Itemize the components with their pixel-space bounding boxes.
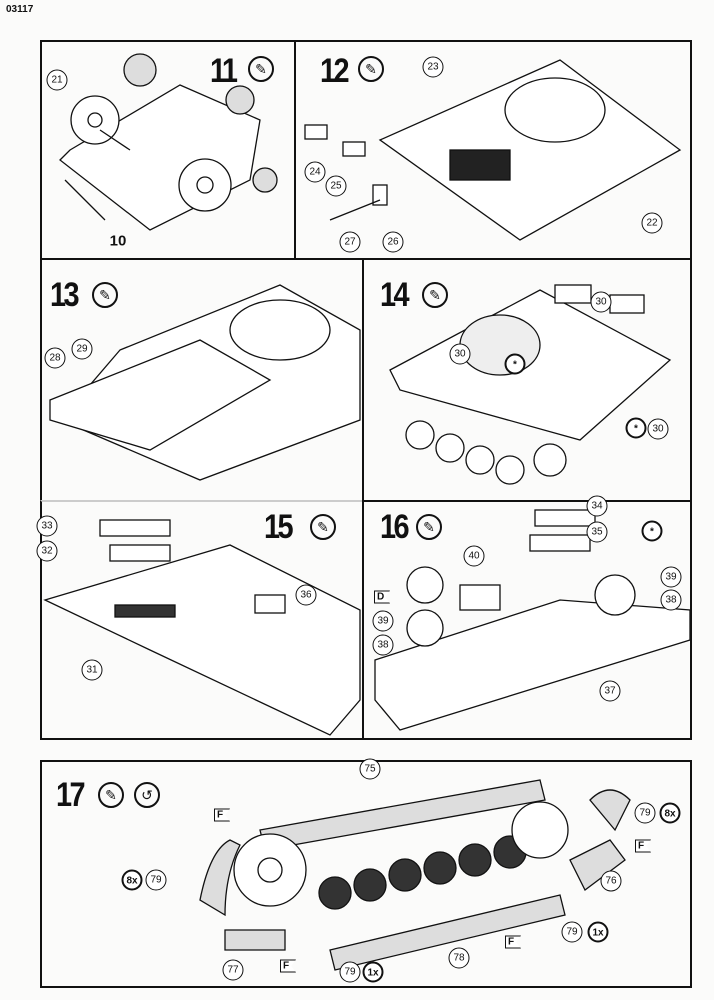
part-callout: 35: [586, 521, 608, 543]
part-callout: 23: [422, 56, 444, 78]
part-callout: 34: [586, 495, 608, 517]
part-callout: 79: [145, 869, 167, 891]
step-16-panel: 16 ✎: [362, 500, 692, 740]
part-callout: 27: [339, 231, 361, 253]
part-callout: 78: [448, 947, 470, 969]
part-callout: 79: [561, 921, 583, 943]
rotate-icon: ↺: [134, 782, 160, 808]
part-callout: 26: [382, 231, 404, 253]
step-12-panel: 12 ✎: [294, 40, 692, 260]
hull-drawing-11: [59, 53, 278, 231]
part-callout: 25: [325, 175, 347, 197]
part-callout: 30: [449, 343, 471, 365]
part-callout: 76: [600, 870, 622, 892]
quantity-callout: 8x: [121, 869, 143, 891]
part-callout: 79: [634, 802, 656, 824]
part-callout: 40: [463, 545, 485, 567]
track-drawing-17: [199, 779, 631, 971]
quantity-callout: 8x: [659, 802, 681, 824]
part-callout: 30: [647, 418, 669, 440]
part-callout: 31: [81, 659, 103, 681]
step-13-panel: 13 ✎: [40, 258, 364, 502]
part-callout: 38: [660, 589, 682, 611]
part-callout: 33: [36, 515, 58, 537]
kit-code: 03117: [6, 4, 34, 15]
step-15-panel: 15 ✎: [40, 500, 364, 740]
part-callout: 32: [36, 540, 58, 562]
hull-drawing-14: [389, 284, 672, 485]
asterisk-callout: *: [641, 520, 663, 542]
glue-icon: ✎: [416, 514, 442, 540]
part-label: 10: [109, 232, 127, 250]
glue-icon: ✎: [98, 782, 124, 808]
step-11-panel: 11 ✎: [40, 40, 296, 260]
glue-icon: ✎: [92, 282, 118, 308]
part-callout: 22: [641, 212, 663, 234]
hull-drawing-13: [49, 284, 361, 481]
asterisk-callout: *: [625, 417, 647, 439]
asterisk-callout: *: [504, 353, 526, 375]
glue-icon: ✎: [310, 514, 336, 540]
step-number: 17: [56, 776, 86, 814]
f-flag: F: [505, 935, 521, 949]
part-callout: 79: [339, 961, 361, 983]
part-callout: 37: [599, 680, 621, 702]
step-number: 12: [320, 52, 350, 90]
part-callout: 39: [372, 610, 394, 632]
part-callout: 39: [660, 566, 682, 588]
part-callout: 29: [71, 338, 93, 360]
step-number: 15: [264, 508, 294, 546]
part-callout: 36: [295, 584, 317, 606]
step-14-panel: 14 ✎: [362, 258, 692, 502]
part-callout: 38: [372, 634, 394, 656]
part-callout: 28: [44, 347, 66, 369]
glue-icon: ✎: [358, 56, 384, 82]
part-callout: 21: [46, 69, 68, 91]
glue-icon: ✎: [422, 282, 448, 308]
d-flag: D: [374, 590, 390, 604]
step-number: 14: [380, 276, 410, 314]
quantity-callout: 1x: [362, 961, 384, 983]
part-callout: 24: [304, 161, 326, 183]
hull-drawing-12: [304, 59, 682, 241]
f-flag: F: [280, 959, 296, 973]
step-number: 11: [210, 52, 238, 90]
step-number: 16: [380, 508, 410, 546]
quantity-callout: 1x: [587, 921, 609, 943]
glue-icon: ✎: [248, 56, 274, 82]
part-callout: 30: [590, 291, 612, 313]
hull-drawing-15: [43, 519, 361, 736]
part-callout: 75: [359, 758, 381, 780]
hull-drawing-16: [374, 509, 691, 731]
step-number: 13: [50, 276, 80, 314]
part-callout: 77: [222, 959, 244, 981]
